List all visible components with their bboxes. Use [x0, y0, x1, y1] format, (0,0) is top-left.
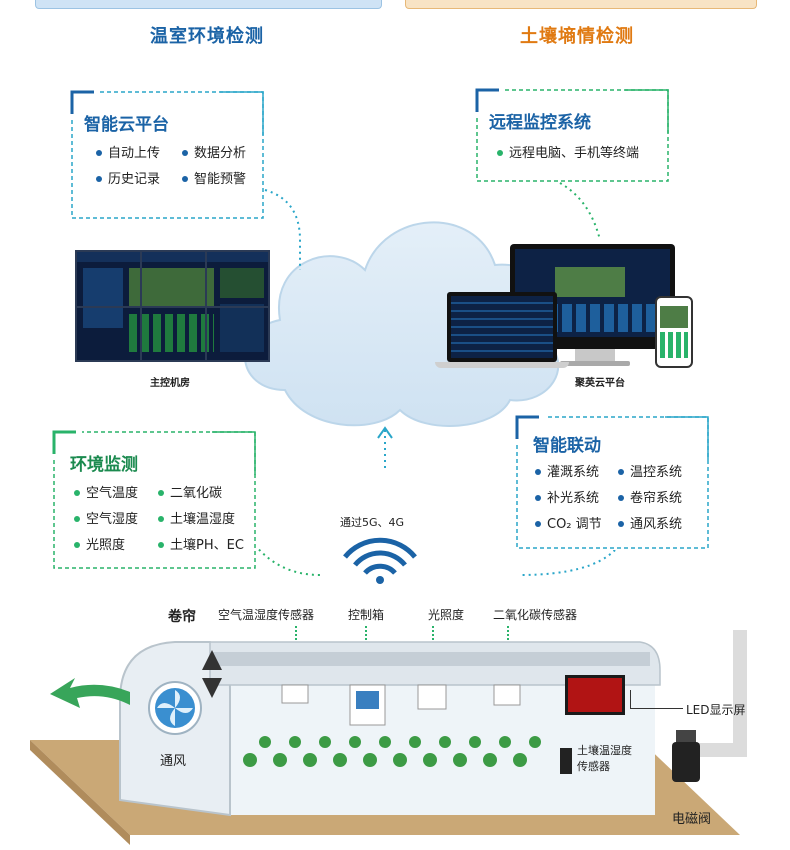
wall-photo	[220, 268, 264, 298]
bullet-icon	[96, 149, 102, 156]
card-frame	[475, 88, 669, 182]
laptop-base	[435, 362, 569, 368]
bullet-icon	[618, 468, 624, 475]
bullet-icon	[158, 541, 164, 548]
header-greenhouse-env: 温室环境检测	[150, 26, 264, 47]
control-room-video-wall	[75, 250, 270, 362]
valve-label: 电磁阀	[672, 812, 712, 827]
soil-sensor-label-line1: 土壤温湿度	[577, 744, 632, 757]
list-item: 数据分析	[182, 142, 246, 161]
roller-label: 卷帘	[168, 609, 196, 625]
air-sensor-label: 空气温湿度传感器	[218, 608, 315, 622]
list-item: 土壤PH、EC	[158, 534, 244, 553]
list-item: 温控系统	[618, 461, 682, 480]
control-room-caption: 主控机房	[150, 378, 190, 389]
wifi-icon	[343, 537, 417, 584]
list-item: 光照度	[74, 534, 125, 553]
bullet-icon	[74, 515, 80, 522]
monitor-image	[555, 267, 625, 297]
bullet-icon	[158, 515, 164, 522]
bullet-icon	[535, 468, 541, 475]
bullet-icon	[182, 149, 188, 156]
monitor-stand	[575, 349, 615, 363]
fan-label: 通风	[160, 754, 187, 769]
card-frame	[52, 430, 256, 569]
top-tab-right	[405, 0, 757, 9]
jy-cloud-caption: 聚英云平台	[575, 378, 625, 389]
remote-monitor-card: 远程监控系统 远程电脑、手机等终端	[475, 88, 670, 183]
soil-sensor-label-line2: 传感器	[577, 760, 610, 773]
label-tick	[295, 626, 299, 640]
header-soil-moisture: 土壤墒情检测	[520, 26, 634, 47]
smart-linkage-title: 智能联动	[533, 436, 601, 456]
led-display-label: LED显示屏	[686, 703, 746, 717]
list-item: 灌溉系统	[535, 461, 599, 480]
top-tab-left	[35, 0, 382, 9]
co2-sensor-label: 二氧化碳传感器	[493, 608, 578, 622]
wall-seam	[77, 306, 268, 308]
bullet-icon	[158, 489, 164, 496]
env-monitor-card: 环境监测 空气温度 二氧化碳 空气湿度 土壤温湿度 光照度 土壤PH、EC	[52, 430, 257, 570]
bullet-icon	[618, 520, 624, 527]
bullet-icon	[74, 489, 80, 496]
bullet-icon	[497, 149, 503, 156]
phone	[655, 296, 693, 368]
list-item: 空气湿度	[74, 508, 138, 527]
list-item: 卷帘系统	[618, 487, 682, 506]
label-tick	[507, 626, 511, 640]
env-monitor-title: 环境监测	[70, 455, 138, 475]
wall-header-bar	[77, 252, 268, 262]
light-label: 光照度	[428, 608, 465, 622]
phone-icons	[660, 332, 688, 358]
bullet-icon	[535, 520, 541, 527]
list-item: 历史记录	[96, 168, 160, 187]
bullet-icon	[618, 494, 624, 501]
bullet-icon	[74, 541, 80, 548]
list-item: 通风系统	[618, 513, 682, 532]
card-frame	[70, 90, 264, 219]
greenhouse-illustration	[30, 630, 747, 845]
label-tick	[365, 626, 369, 640]
list-item: 智能预警	[182, 168, 246, 187]
bullet-icon	[535, 494, 541, 501]
control-box-label: 控制箱	[348, 608, 385, 622]
wall-greenhouse-image	[129, 268, 214, 308]
wall-data-grid	[129, 314, 214, 352]
bullet-icon	[182, 175, 188, 182]
monitor-base	[560, 361, 630, 366]
smart-cloud-card: 智能云平台 自动上传 数据分析 历史记录 智能预警	[70, 90, 265, 220]
phone-image	[660, 306, 688, 328]
list-item: 自动上传	[96, 142, 160, 161]
card-frame	[515, 415, 709, 549]
list-item: CO₂ 调节	[535, 513, 602, 532]
list-item: 土壤温湿度	[158, 508, 235, 527]
remote-monitor-title: 远程监控系统	[489, 113, 591, 133]
laptop-display	[451, 296, 553, 358]
label-tick	[432, 626, 436, 640]
list-item: 空气温度	[74, 482, 138, 501]
list-item: 补光系统	[535, 487, 599, 506]
smart-cloud-title: 智能云平台	[84, 115, 169, 135]
list-item: 二氧化碳	[158, 482, 222, 501]
network-label: 通过5G、4G	[340, 516, 405, 529]
led-leader-line	[630, 690, 683, 709]
list-item: 远程电脑、手机等终端	[497, 142, 639, 161]
wall-left-panel	[83, 268, 123, 328]
smart-linkage-card: 智能联动 灌溉系统 温控系统 补光系统 卷帘系统 CO₂ 调节 通风系统	[515, 415, 710, 550]
laptop-screen	[447, 292, 557, 362]
wall-chart	[220, 304, 264, 352]
bullet-icon	[96, 175, 102, 182]
